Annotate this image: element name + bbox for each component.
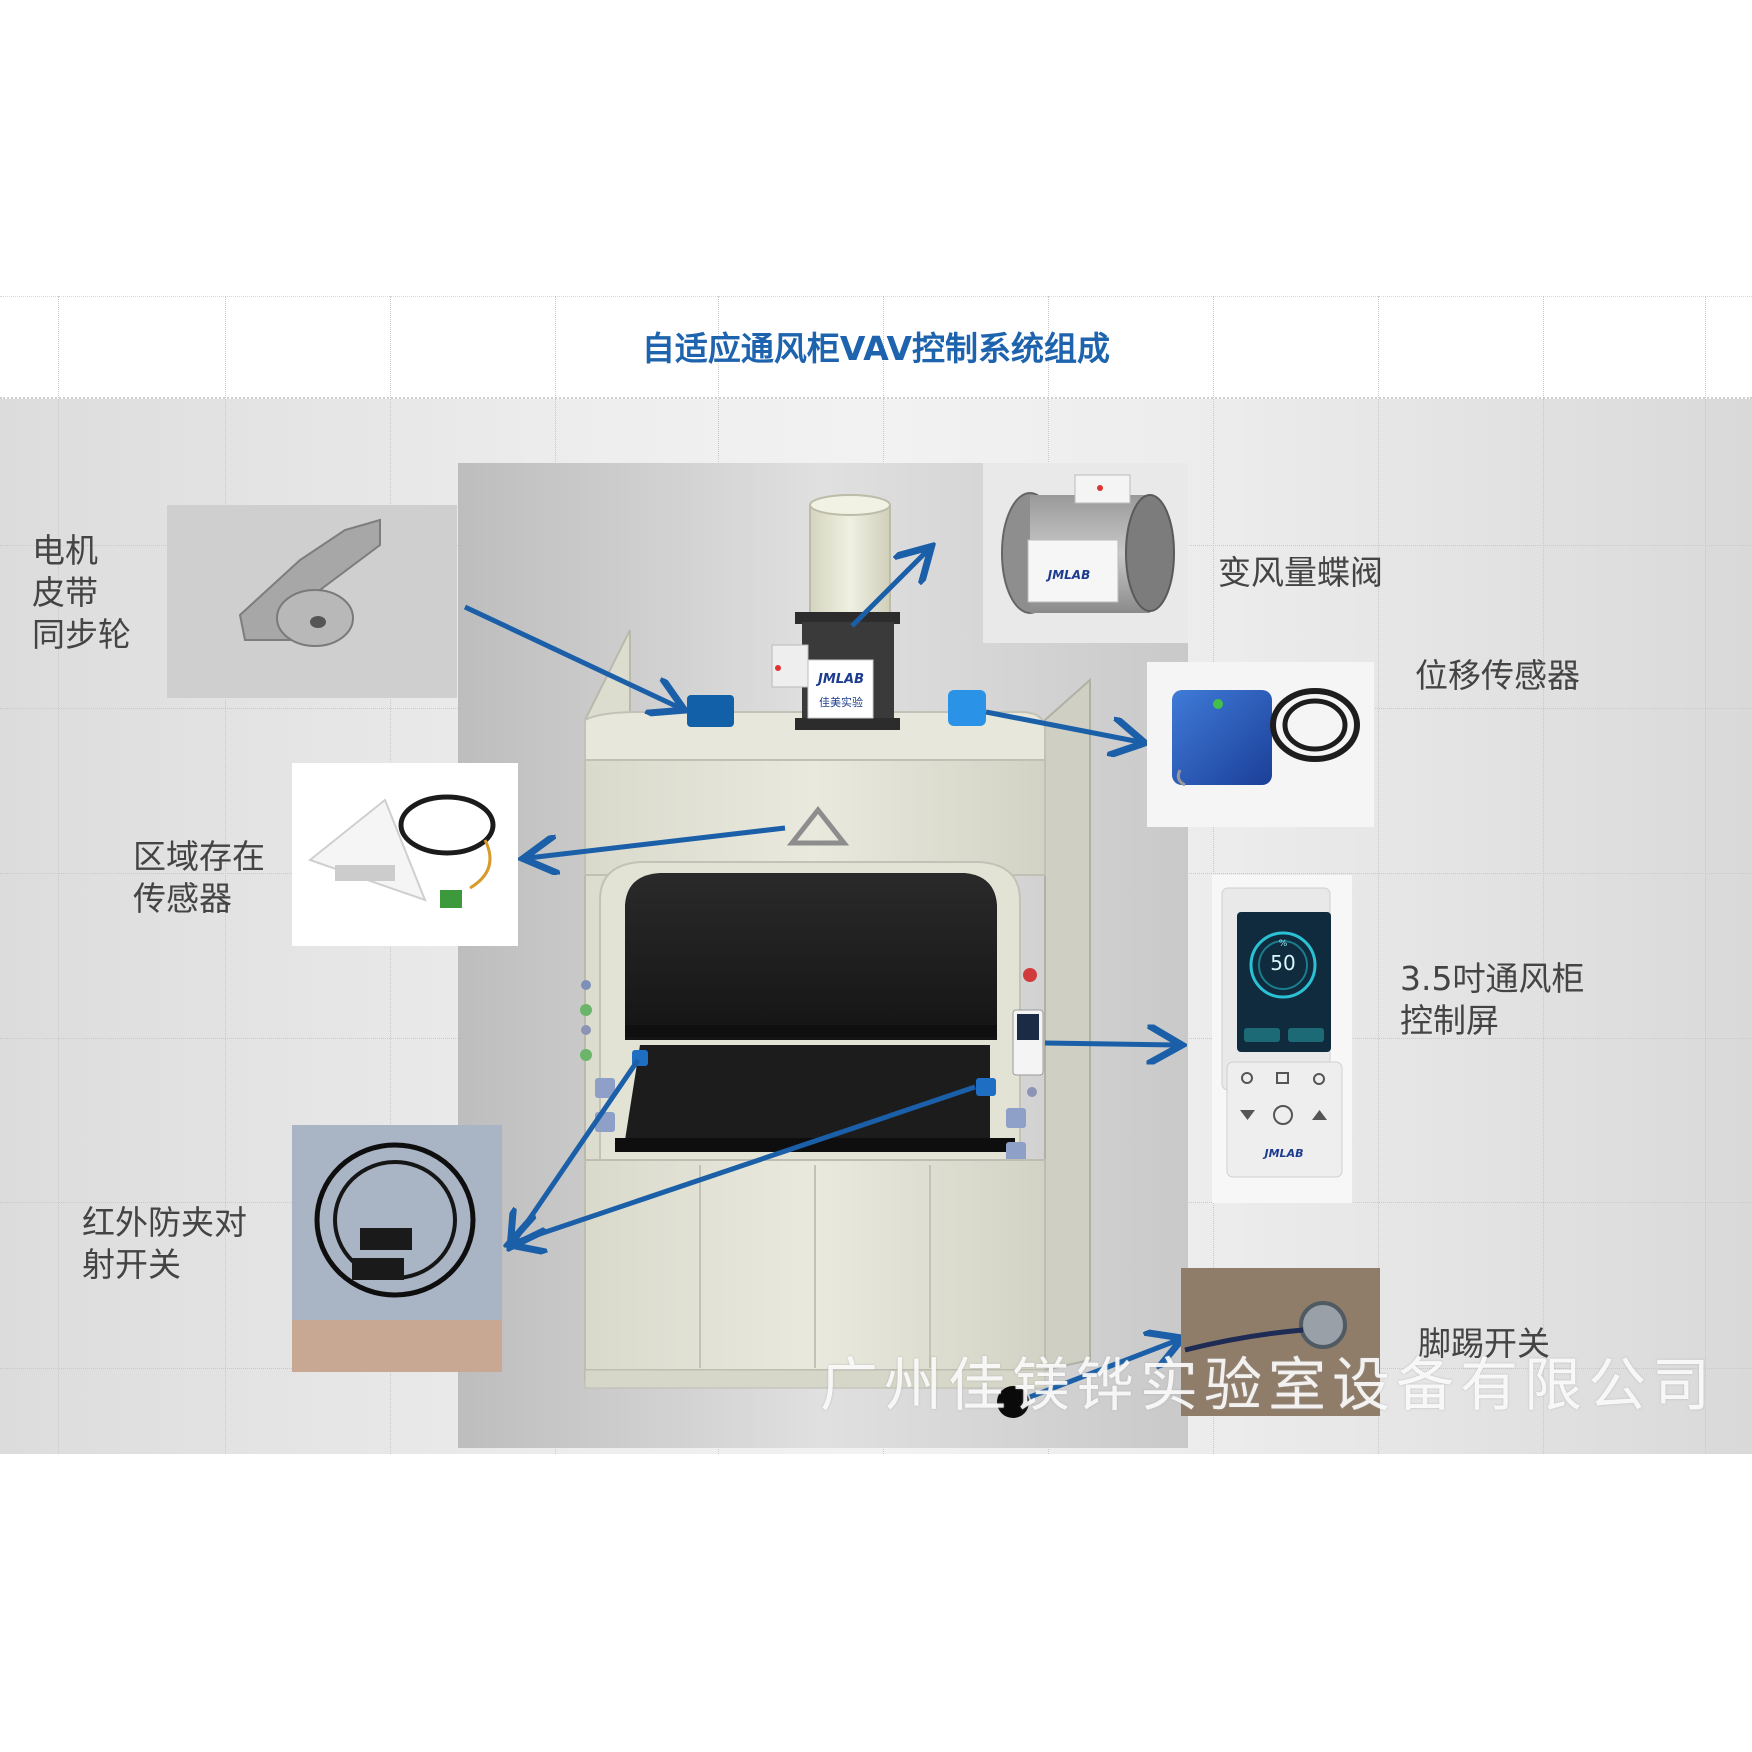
- pipe-opening: [809, 494, 891, 516]
- ir-sensor-right: [976, 1078, 996, 1096]
- sensor-cable-coil-inner: [1282, 698, 1348, 752]
- pipe-flange-top: [795, 612, 900, 624]
- photo-table-surface: [292, 1320, 502, 1372]
- up-arrow-icon: [1312, 1110, 1327, 1120]
- page-title: 自适应通风柜VAV控制系统组成: [641, 329, 1111, 368]
- label-infrared-switch: 红外防夹对 射开关: [82, 1202, 247, 1286]
- socket-icon: [1276, 1072, 1289, 1084]
- side-button: [581, 1025, 591, 1035]
- sensor-cable-coil: [1270, 688, 1360, 762]
- label-control-screen-line: 3.5吋通风柜: [1400, 959, 1585, 998]
- mode-icon: [1273, 1105, 1293, 1125]
- sensor-marker-displacement: [948, 690, 986, 726]
- label-infrared-line: 射开关: [82, 1245, 181, 1284]
- guide-line: [225, 296, 226, 1454]
- work-surface-edge: [615, 1138, 1015, 1152]
- label-control-screen-line: 控制屏: [1400, 1001, 1499, 1040]
- arrow-foot-switch: [1029, 1340, 1178, 1400]
- side-socket: [1006, 1108, 1026, 1128]
- alarm-light: [1023, 968, 1037, 982]
- ir-cable-coil: [314, 1142, 476, 1298]
- foot-switch-button: [1299, 1301, 1347, 1349]
- side-socket: [1006, 1142, 1026, 1162]
- label-vav-valve: 变风量蝶阀: [1218, 553, 1383, 592]
- label-motor-line: 皮带: [32, 573, 98, 612]
- brand-logo-valve: JMLAB: [1047, 568, 1091, 582]
- screen-button-left: [1244, 1028, 1280, 1042]
- arrow-control-screen: [1044, 1043, 1177, 1045]
- displacement-box: [1172, 690, 1272, 785]
- brand-logo-hood: JMLAB: [817, 672, 865, 687]
- hood-right-panel: [1044, 677, 1091, 1372]
- zone-sensor-connector: [440, 890, 462, 908]
- label-zone-sensor-line: 传感器: [133, 879, 232, 918]
- pipe-flange-bottom: [795, 718, 900, 730]
- label-motor: 电机 皮带 同步轮: [32, 530, 131, 656]
- guide-line: [1543, 296, 1544, 1454]
- zone-sensor-cable: [398, 794, 496, 856]
- label-infrared-line: 红外防夹对: [82, 1203, 247, 1242]
- screen-gauge: [1249, 931, 1317, 999]
- zone-sensor-marker: [786, 805, 850, 846]
- screen-value: 50: [1270, 951, 1296, 975]
- side-button: [580, 1004, 592, 1016]
- brand-logo-screen: JMLAB: [1264, 1147, 1304, 1160]
- arrow-ir-right: [513, 1084, 976, 1243]
- label-control-screen: 3.5吋通风柜 控制屏: [1400, 958, 1584, 1042]
- side-socket: [595, 1078, 615, 1098]
- label-foot-switch: 脚踢开关: [1418, 1324, 1550, 1363]
- light-bulb-icon: [1241, 1072, 1253, 1084]
- side-button: [581, 980, 591, 990]
- displacement-led: [1213, 699, 1223, 709]
- arrow-ir-left: [513, 1058, 641, 1243]
- screen-display: [1237, 912, 1331, 1052]
- sash-glass: [625, 873, 997, 1040]
- valve-top-led: [1097, 485, 1103, 491]
- screen-keypad: [1226, 1061, 1343, 1178]
- valve-actuator-box: [807, 659, 874, 719]
- guide-line: [1705, 296, 1706, 1454]
- label-motor-line: 电机: [32, 531, 98, 570]
- label-displacement-sensor: 位移传感器: [1415, 656, 1580, 695]
- label-zone-sensor: 区域存在 传感器: [133, 836, 265, 920]
- company-watermark: 广州佳镁铧实验室设备有限公司: [820, 1351, 1717, 1419]
- zone-sensor-wires: [469, 839, 492, 890]
- side-button: [1027, 1087, 1037, 1097]
- work-chamber: [625, 1045, 990, 1140]
- power-icon: [1313, 1073, 1325, 1085]
- cabinet-plinth: [584, 1369, 1046, 1389]
- valve-actuator: [1027, 539, 1119, 603]
- mini-screen: [1017, 1014, 1039, 1040]
- screen-unit: %: [1278, 939, 1288, 949]
- label-motor-line: 同步轮: [32, 615, 131, 654]
- header-band: [0, 296, 1752, 399]
- foot-switch-cable: [1184, 1327, 1304, 1353]
- guide-line: [1378, 296, 1379, 1454]
- ir-receiver: [352, 1258, 404, 1280]
- arrow-displacement: [985, 709, 1140, 742]
- ir-emitter: [360, 1228, 412, 1250]
- screen-gauge-inner: [1258, 940, 1308, 990]
- screen-button-right: [1288, 1028, 1324, 1042]
- valve-indicator: [775, 665, 781, 671]
- label-zone-sensor-line: 区域存在: [133, 837, 265, 876]
- brand-cn-hood: 佳美实验: [819, 696, 863, 709]
- arrow-motor: [463, 604, 680, 708]
- sensor-marker-motor: [687, 695, 734, 727]
- displacement-cable: [1176, 769, 1186, 787]
- guide-line: [58, 296, 59, 1454]
- foot-switch-marker: [997, 1386, 1029, 1418]
- down-arrow-icon: [1240, 1110, 1255, 1120]
- valve-flange-right: [1125, 494, 1175, 612]
- pulley-bracket: [238, 518, 381, 641]
- side-button: [580, 1049, 592, 1061]
- arrow-vav-valve: [850, 550, 928, 628]
- sash-handle: [625, 1025, 997, 1037]
- pulley-hub: [310, 616, 326, 628]
- arrow-zone-sensor: [528, 825, 786, 858]
- zone-sensor-window: [335, 865, 395, 881]
